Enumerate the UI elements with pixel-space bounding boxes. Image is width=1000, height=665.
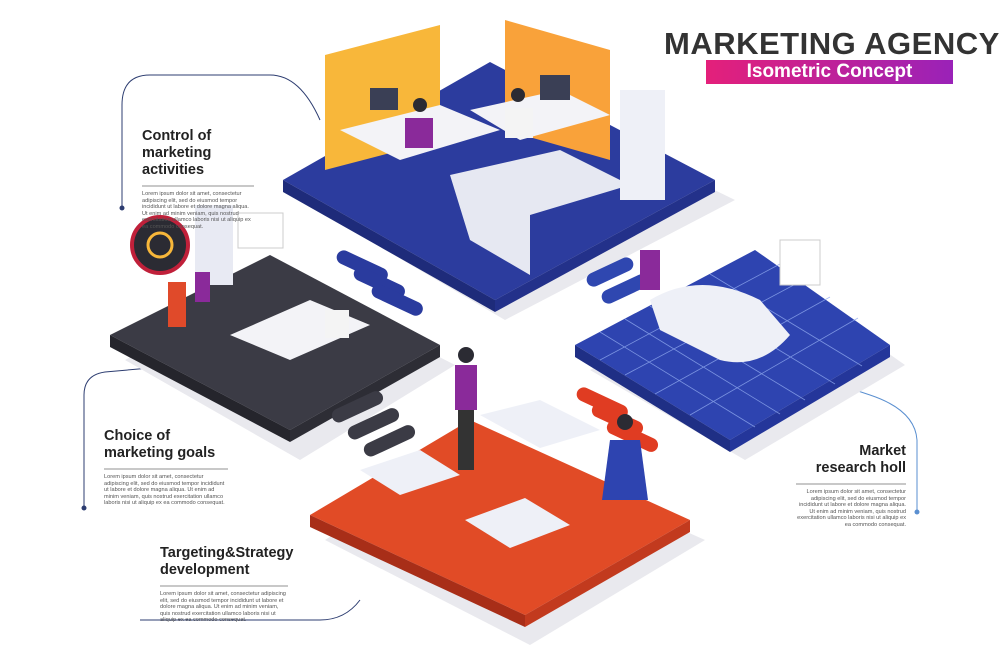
divider (142, 185, 254, 187)
bottom-office-floor (310, 347, 690, 627)
top-office-floor (283, 20, 715, 312)
section-body: Lorem ipsum dolor sit amet, consectetur … (797, 489, 906, 528)
section-control: Control of marketing activities Lorem ip… (142, 128, 254, 231)
section-goals: Choice of marketing goals Lorem ipsum do… (104, 428, 228, 507)
section-body: Lorem ipsum dolor sit amet, consectetur … (142, 191, 251, 230)
section-body: Lorem ipsum dolor sit amet, consectetur … (160, 591, 286, 624)
right-office-floor (575, 239, 890, 452)
section-market-research: Market research holl Lorem ipsum dolor s… (796, 443, 906, 529)
connector-line (140, 599, 361, 621)
section-targeting: Targeting&Strategy development Lorem ips… (160, 545, 294, 624)
section-title: Choice of marketing goals (104, 428, 216, 461)
connector-line (839, 384, 918, 512)
connector-line (83, 367, 151, 508)
section-title: Market research holl (815, 443, 906, 476)
divider (160, 585, 288, 587)
section-title: Control of marketing activities (142, 128, 212, 178)
connector-line (121, 74, 321, 208)
page-title: MARKETING AGENCY (664, 26, 1000, 61)
divider (796, 483, 906, 485)
divider (104, 468, 228, 470)
section-title: Targeting&Strategy development (160, 545, 294, 578)
left-office-floor (110, 205, 440, 442)
subtitle-banner: Isometric Concept (706, 60, 953, 84)
connector-lines (83, 74, 918, 621)
section-body: Lorem ipsum dolor sit amet, consectetur … (104, 474, 225, 507)
